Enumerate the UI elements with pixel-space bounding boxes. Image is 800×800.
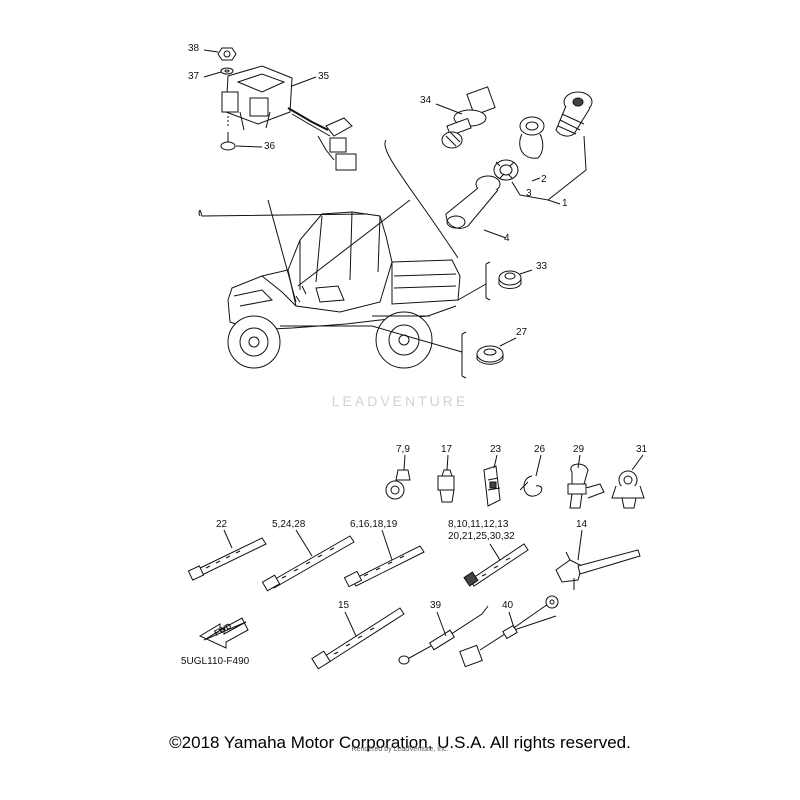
part-label-22: 22: [216, 519, 228, 530]
part-label-14: 14: [576, 519, 588, 530]
part-label-1: 1: [562, 198, 568, 209]
part-label-5-24-28: 5,24,28: [272, 519, 306, 530]
nut-3: [493, 159, 519, 181]
part-label-39: 39: [430, 600, 442, 611]
vehicle-illustration: [227, 211, 461, 369]
socket-1: [555, 91, 593, 137]
clip-29: [567, 463, 605, 509]
part-label-26: 26: [534, 444, 546, 455]
grommet-33: [498, 270, 522, 289]
lead-wire-39: [398, 605, 489, 665]
part-label-33: 33: [536, 261, 548, 272]
part-label-36: 36: [264, 141, 276, 152]
sensor-34: [441, 86, 496, 149]
tie-5-24-28: [261, 535, 355, 592]
copyright-notice: ©2018 Yamaha Motor Corporation, U.S.A. A…: [169, 733, 631, 752]
rendered-by-note: Rendered by LeadVenture, Inc.: [351, 746, 449, 753]
part-label-40: 40: [502, 600, 514, 611]
clip-26: [519, 475, 543, 497]
fwd-arrow-icon: [198, 617, 249, 649]
boot-4: [445, 175, 501, 229]
cap-2: [519, 116, 545, 159]
clip-7-9: [385, 469, 411, 500]
washer-37: [220, 67, 234, 75]
part-label-29: 29: [573, 444, 585, 455]
part-label-31: 31: [636, 444, 648, 455]
part-label-8-group-line2: 20,21,25,30,32: [448, 531, 515, 542]
tie-22: [187, 537, 267, 581]
tie-8-group: [463, 543, 529, 587]
part-label-15: 15: [338, 600, 350, 611]
part-label-23: 23: [490, 444, 502, 455]
grommet-27: [476, 345, 504, 365]
part-label-27: 27: [516, 327, 528, 338]
part-label-8-group-line1: 8,10,11,12,13: [448, 519, 509, 530]
clip-23: [483, 465, 501, 507]
relay-assembly-35: [221, 65, 357, 171]
part-label-3: 3: [526, 188, 532, 199]
part-label-7-9: 7,9: [396, 444, 410, 455]
diagram-code: 5UGL110-F490: [181, 656, 250, 667]
tie-6-16-18-19: [343, 545, 425, 588]
part-label-17: 17: [441, 444, 453, 455]
part-label-34: 34: [420, 95, 432, 106]
bolt-36: [220, 116, 236, 151]
clip-17: [437, 469, 455, 503]
tie-15: [311, 607, 405, 670]
harness-40: [459, 595, 559, 668]
nut-38: [217, 47, 237, 61]
part-label-6-16-18-19: 6,16,18,19: [350, 519, 398, 530]
clip-31: [611, 470, 645, 509]
part-label-38: 38: [188, 43, 200, 54]
tie-14: [555, 549, 641, 590]
part-label-2: 2: [541, 174, 547, 185]
part-label-4: 4: [504, 233, 510, 244]
watermark: LEADVENTURE: [331, 393, 469, 409]
part-label-35: 35: [318, 71, 330, 82]
part-label-37: 37: [188, 71, 200, 82]
